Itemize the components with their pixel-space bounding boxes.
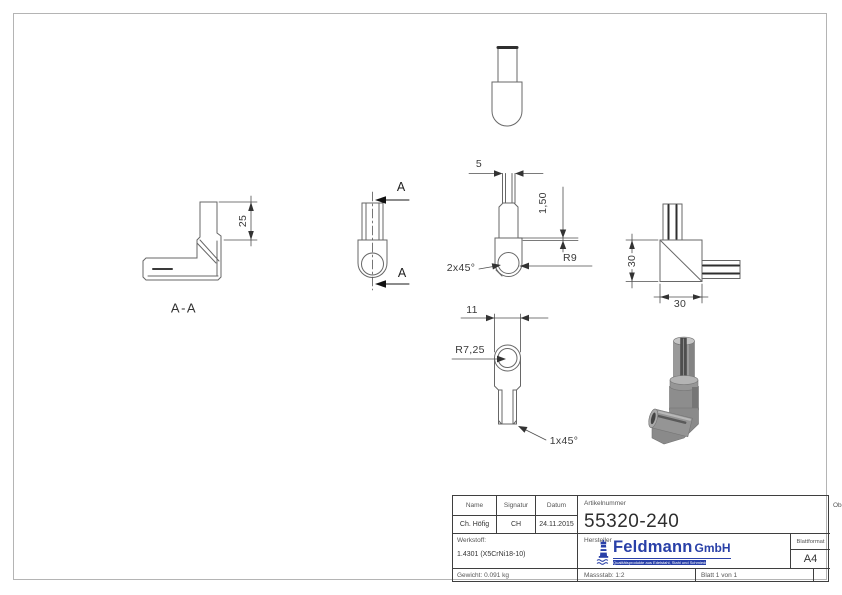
logo-suffix-text: GmbH bbox=[694, 541, 731, 555]
logo-brand-text: Feldmann bbox=[613, 538, 693, 556]
dim-label-r7-25: R7,25 bbox=[455, 344, 485, 356]
dim-label-1-50: 1,50 bbox=[537, 192, 549, 214]
massstab-text: Massstab: 1:2 bbox=[584, 572, 625, 579]
blattformat-value: A4 bbox=[791, 550, 830, 569]
werkstoff-label: Werkstoff: bbox=[457, 537, 487, 544]
value-datum: 24.11.2015 bbox=[536, 516, 578, 534]
dim-label-30-horizontal: 30 bbox=[673, 298, 687, 310]
lighthouse-icon bbox=[596, 540, 609, 565]
gewicht-text: Gewicht: 0.091 kg bbox=[457, 572, 510, 579]
front-view bbox=[468, 170, 593, 277]
value-name: Ch. Höfig bbox=[453, 516, 497, 534]
logo-tagline: Qualitätsprodukte aus Edelstahl, Stahl u… bbox=[613, 559, 706, 565]
right-view bbox=[625, 203, 741, 304]
header-datum: Datum bbox=[536, 496, 578, 516]
empty-cell bbox=[814, 569, 830, 582]
bottom-view bbox=[451, 313, 549, 441]
dim-label-2x45: 2x45° bbox=[446, 262, 476, 274]
dim-label-30-vertical: 30 bbox=[626, 252, 638, 270]
werkstoff-value: 1.4301 (X5CrNi18-10) bbox=[457, 551, 526, 558]
massstab-cell: Massstab: 1:2 bbox=[578, 569, 696, 582]
dim-label-11: 11 bbox=[466, 304, 478, 316]
header-signatur: Signatur bbox=[497, 496, 536, 516]
dim-label-r9: R9 bbox=[562, 252, 578, 264]
section-view-a-a bbox=[142, 195, 258, 281]
section-view-title: A-A bbox=[170, 300, 198, 316]
header-name: Name bbox=[453, 496, 497, 516]
side-view-section-line bbox=[357, 191, 410, 291]
artikelnummer-value: 55320-240 bbox=[584, 511, 680, 532]
value-signatur: CH bbox=[497, 516, 536, 534]
blattformat-label: Blattformat bbox=[791, 534, 830, 550]
dim-label-1x45: 1x45° bbox=[549, 435, 579, 447]
dim-label-5: 5 bbox=[475, 158, 483, 170]
article-number-cell: Artikelnummer 55320-240 Oberfläche: Gesc… bbox=[578, 496, 842, 534]
blatt-text: Blatt 1 von 1 bbox=[701, 572, 738, 579]
top-view bbox=[491, 46, 523, 127]
oberflaeche-label: Oberfläche: bbox=[833, 502, 842, 509]
section-arrow-label-bottom: A bbox=[397, 266, 407, 280]
dim-label-25: 25 bbox=[237, 212, 249, 230]
gewicht-cell: Gewicht: 0.091 kg bbox=[453, 569, 578, 582]
section-arrow-label-top: A bbox=[396, 180, 406, 194]
werkstoff-cell: Werkstoff: 1.4301 (X5CrNi18-10) bbox=[453, 534, 578, 569]
hersteller-label: Hersteller bbox=[584, 537, 612, 544]
iso-3d-view bbox=[648, 336, 699, 445]
artikelnummer-label: Artikelnummer bbox=[584, 500, 626, 507]
title-block: Name Signatur Datum Ch. Höfig CH 24.11.2… bbox=[452, 495, 842, 582]
drawing-border-frame bbox=[13, 13, 827, 580]
blatt-cell: Blatt 1 von 1 bbox=[696, 569, 814, 582]
